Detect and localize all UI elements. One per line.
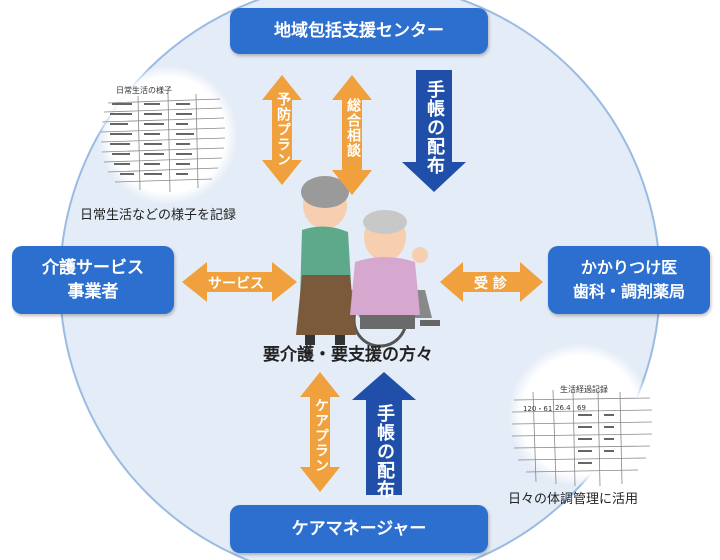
label-care-plan: ケアプラン <box>313 398 329 473</box>
label-techou-top: 手帳の配布 <box>424 80 445 175</box>
caption-health: 日々の体調管理に活用 <box>508 492 639 507</box>
label-jushin: 受 診 <box>474 276 507 292</box>
node-care-manager-label: ケアマネージャー <box>291 519 427 539</box>
node-kaigo-service: 介護サービス 事業者 <box>12 246 174 314</box>
caption-daily-life: 日常生活などの様子を記録 <box>80 208 237 223</box>
form-bottom-right-value-3: 69 <box>577 404 586 412</box>
arrow-techou-top <box>402 70 466 192</box>
form-top-left-heading: 日常生活の様子 <box>116 86 172 95</box>
arrow-techou-bottom <box>352 372 416 495</box>
node-kaigo-service-line1: 介護サービス <box>42 258 144 278</box>
arrow-yobou-plan <box>262 75 302 185</box>
node-kaigo-service-line2: 事業者 <box>67 282 119 302</box>
node-kakaritsuke-line2: 歯科・調剤薬局 <box>572 282 685 301</box>
arrow-sougou-soudan <box>332 75 372 195</box>
form-bottom-right-value-2: 26.4 <box>555 404 571 412</box>
label-service: サービス <box>208 276 264 292</box>
form-bottom-right-value-1: 120・61 <box>523 405 553 413</box>
node-chiiki-houkatsu: 地域包括支援センター <box>230 8 488 54</box>
center-label: 要介護・要支援の方々 <box>263 345 433 365</box>
label-yobou-plan: 予防プラン <box>275 92 291 167</box>
arrow-service <box>182 262 297 302</box>
daily-life-record-photo <box>98 65 238 205</box>
daily-health-record-photo <box>508 343 653 487</box>
node-kakaritsuke-line1: かかりつけ医 <box>580 258 678 277</box>
arrow-jushin <box>440 262 543 302</box>
elderly-couple-illustration <box>296 176 440 348</box>
node-care-manager: ケアマネージャー <box>230 505 488 553</box>
node-kakaritsuke: かかりつけ医 歯科・調剤薬局 <box>548 246 710 314</box>
label-techou-bottom: 手帳の配布 <box>374 404 395 499</box>
form-bottom-right-heading: 生活経過記録 <box>560 385 608 394</box>
label-sougou-soudan: 総合相談 <box>345 98 361 158</box>
node-chiiki-houkatsu-label: 地域包括支援センター <box>274 21 444 41</box>
arrow-care-plan <box>300 372 340 492</box>
